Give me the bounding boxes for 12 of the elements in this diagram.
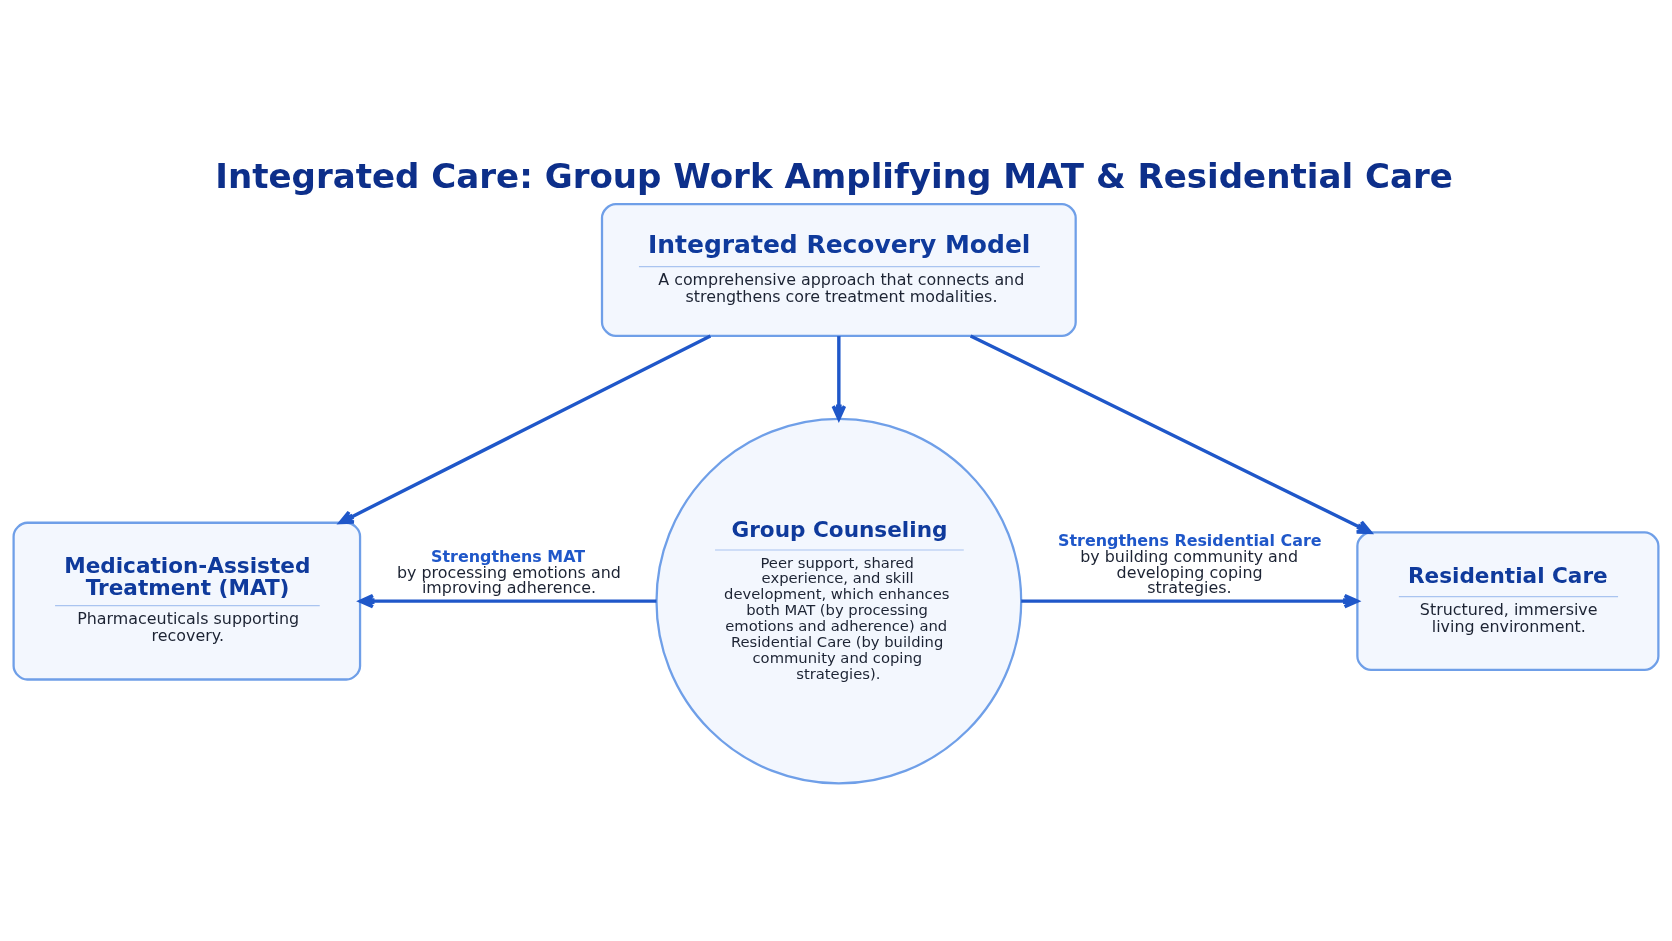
edge-label: Strengthens Residential Care by building community and developing coping strategies. [1058,530,1322,598]
node-box: Residential Care Structured, immersive living environment. [1356,531,1660,671]
arrow [338,334,712,525]
arrow [358,593,657,609]
node-box: Integrated Recovery Model A comprehensive approach that connects and strengthens core treatment modalities. [600,203,1077,337]
arrow [969,334,1373,535]
arrow [831,336,847,421]
node-box: Medication-Assisted Treatment (MAT) Pharmaceuticals supporting recovery. [12,521,362,681]
arrow [1021,593,1359,609]
node-circle: Group Counseling Peer support, shared experience, and skill development, which enhances both MAT (by processing emotions and adherence) and Residential Care (by building community and coping strategies). [655,417,1023,785]
edge-label: Strengthens MAT by processing emotions and improving adherence. [396,546,621,598]
diagram-title: Integrated Care: Group Work Amplifying MAT & Residential Care [215,156,1453,197]
